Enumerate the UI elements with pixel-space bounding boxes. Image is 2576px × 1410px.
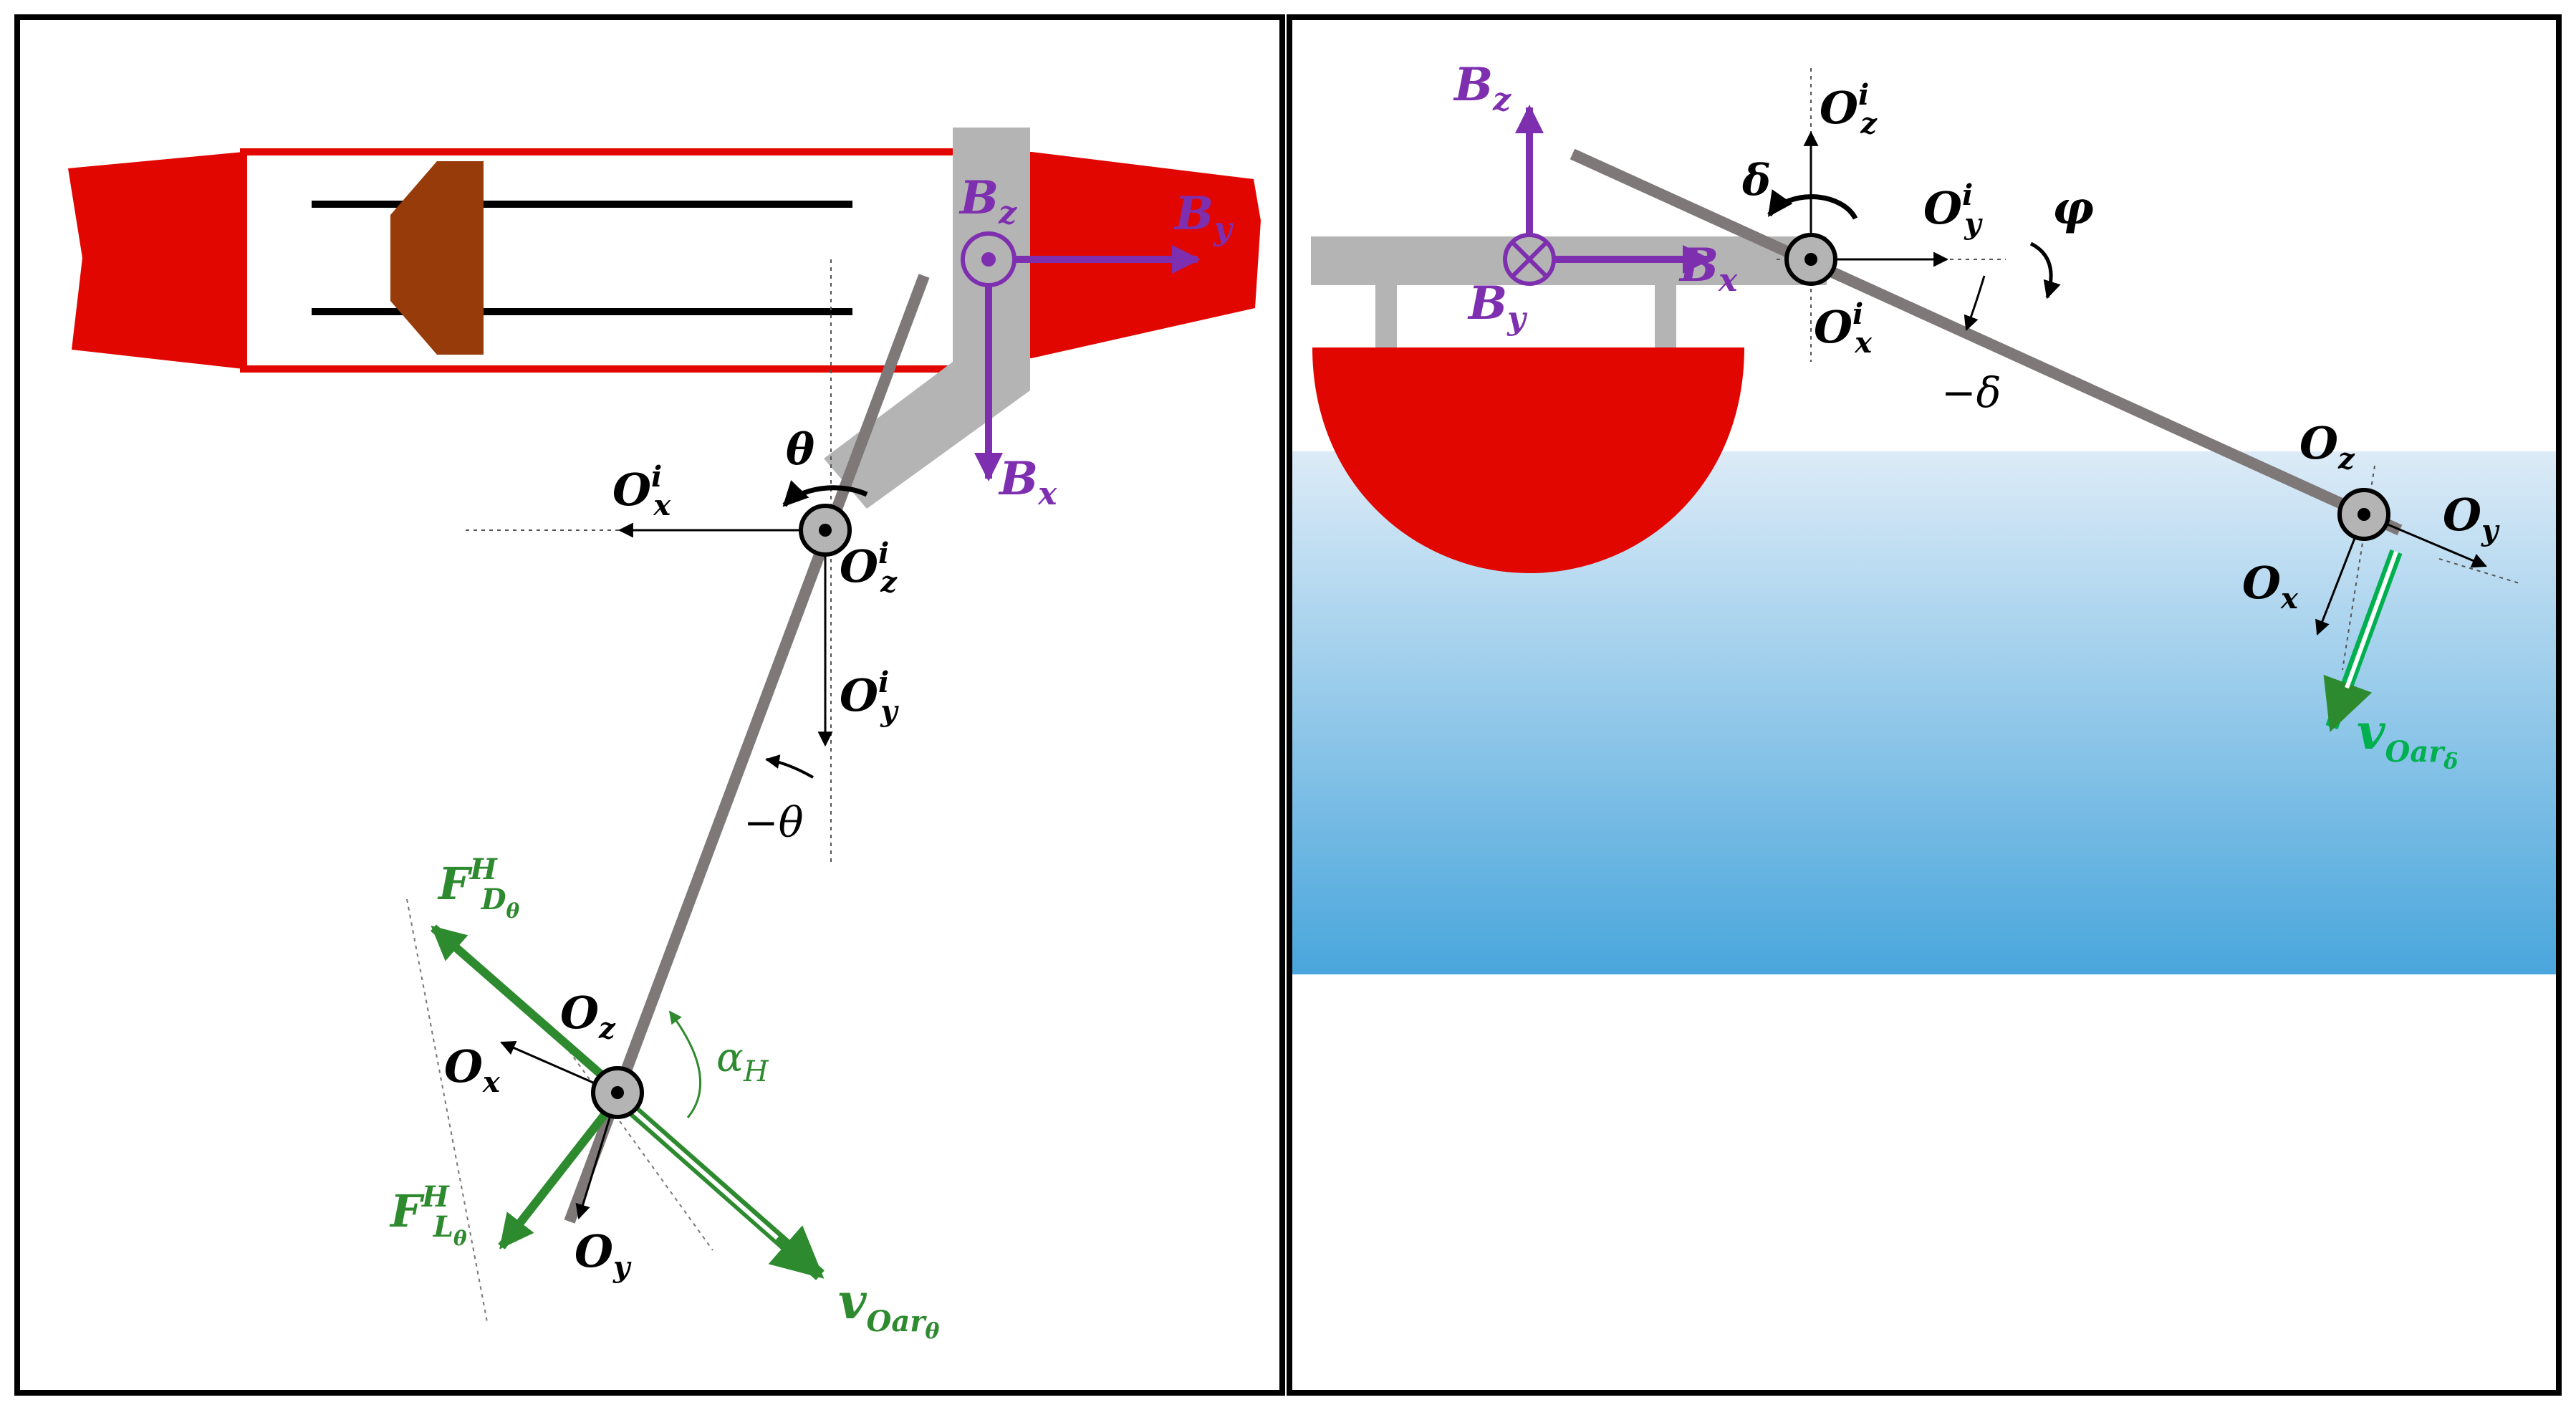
oarlock-pivot-dot xyxy=(1804,253,1817,266)
label-Ox: Ox xyxy=(444,1040,501,1099)
alpha-arc xyxy=(668,1010,701,1118)
theta-rotation-arrow xyxy=(782,480,868,507)
delta-rotation-arrow xyxy=(1767,189,1858,220)
blade-pivot-dot xyxy=(2358,508,2370,521)
label-delta: δ xyxy=(1741,155,1771,206)
seat xyxy=(390,161,484,355)
outrigger-leg-left xyxy=(1375,285,1397,350)
label-Oz: Oz xyxy=(560,987,616,1045)
body-z-dot xyxy=(981,252,996,267)
velocity-arrow-inner xyxy=(2345,550,2398,689)
label-Bz: Bz xyxy=(1453,58,1512,118)
label-Oz: Oz xyxy=(2299,417,2355,476)
label-theta: θ xyxy=(786,425,814,475)
label-Bx: Bx xyxy=(1678,239,1738,299)
oar-rod xyxy=(1570,148,2403,536)
label-neg-theta: −θ xyxy=(744,798,804,847)
guide-line xyxy=(2438,558,2522,585)
drag-force-arrow xyxy=(431,924,625,1096)
outrigger xyxy=(824,128,1030,509)
lift-force-arrow xyxy=(498,1090,625,1250)
phi-rotation-arrow xyxy=(2029,241,2061,299)
left-panel-frame xyxy=(14,14,1285,1396)
label-v-oar-theta: vOarθ xyxy=(838,1273,939,1344)
oarlock-pivot-dot xyxy=(819,524,832,537)
neg-theta-arc xyxy=(765,754,814,779)
label-Bz: Bz xyxy=(958,171,1017,231)
velocity-arrow-inner xyxy=(628,1105,779,1240)
oar-rod xyxy=(564,274,930,1224)
label-alpha-H: αH xyxy=(716,1035,769,1088)
label-By: By xyxy=(1467,277,1528,337)
label-neg-delta: −δ xyxy=(1941,368,2001,417)
label-Ox: Ox xyxy=(2242,557,2299,615)
guide-line xyxy=(554,1031,713,1251)
label-phi: φ xyxy=(2052,181,2094,235)
hull-cockpit xyxy=(240,148,963,373)
right-panel-frame xyxy=(1287,14,2562,1396)
blade-pivot-dot xyxy=(611,1086,624,1099)
label-By: By xyxy=(1173,187,1234,247)
label-Oy: Oy xyxy=(575,1225,632,1284)
outrigger-leg-right xyxy=(1655,285,1676,350)
body-y-cross xyxy=(1511,241,1548,278)
neg-delta-arc xyxy=(1964,275,1986,331)
hull-cross-section xyxy=(1312,347,1744,573)
label-v-oar-delta: vOarδ xyxy=(2357,704,2458,774)
label-Bx: Bx xyxy=(998,452,1057,512)
guide-line xyxy=(406,898,488,1323)
label-Oy: Oy xyxy=(2443,489,2500,547)
